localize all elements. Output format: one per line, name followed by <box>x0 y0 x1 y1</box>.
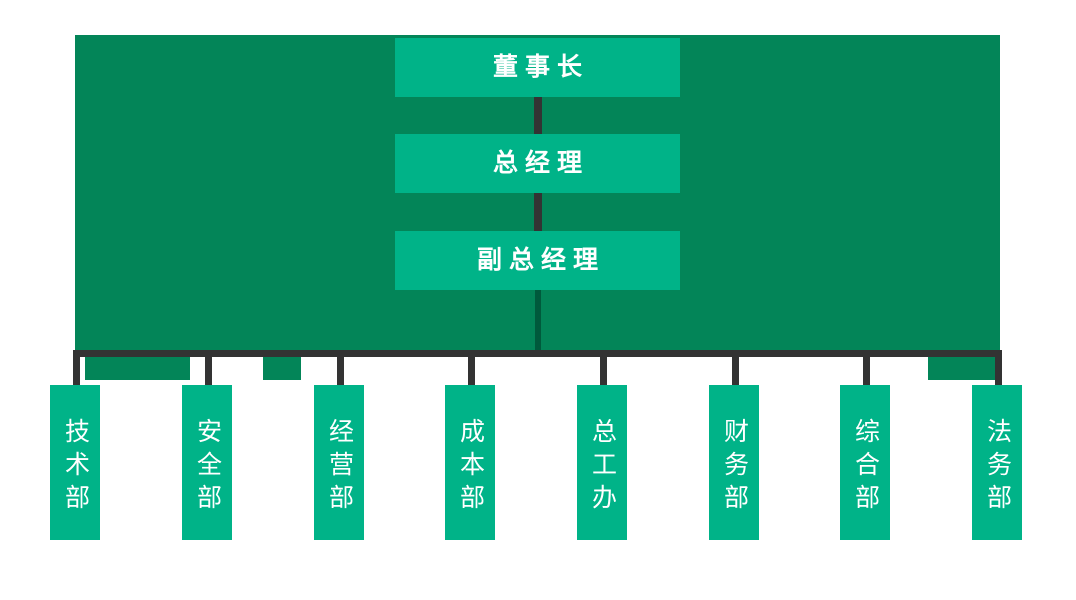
node-department-technology[interactable]: 技术部 <box>50 385 100 540</box>
connector-drop-chief-engineer-office <box>600 350 607 386</box>
node-department-general-affairs-label: 综合部 <box>851 418 880 517</box>
connector-drop-cost <box>468 350 475 386</box>
node-chairman-label: 董事长 <box>492 53 589 81</box>
node-department-legal[interactable]: 法务部 <box>972 385 1022 540</box>
connector-drop-finance <box>732 350 739 386</box>
connector-drop-general-affairs <box>863 350 870 386</box>
connector-deputy-manager-to-bus <box>535 290 541 355</box>
connector-drop-safety <box>205 350 212 386</box>
node-department-safety-label: 安全部 <box>193 418 222 517</box>
node-general-manager[interactable]: 总经理 <box>395 134 680 193</box>
node-department-chief-engineer-office[interactable]: 总工办 <box>577 385 627 540</box>
connector-drop-operations <box>337 350 344 386</box>
node-department-cost-label: 成本部 <box>456 418 485 517</box>
node-department-operations[interactable]: 经营部 <box>314 385 364 540</box>
node-department-finance-label: 财务部 <box>720 418 749 517</box>
node-general-manager-label: 总经理 <box>492 149 589 177</box>
connector-chairman-to-general-manager <box>534 97 542 134</box>
node-department-general-affairs[interactable]: 综合部 <box>840 385 890 540</box>
node-deputy-manager-label: 副总经理 <box>476 246 605 274</box>
node-department-cost[interactable]: 成本部 <box>445 385 495 540</box>
node-department-chief-engineer-office-label: 总工办 <box>588 418 617 517</box>
node-department-technology-label: 技术部 <box>61 418 90 517</box>
node-chairman[interactable]: 董事长 <box>395 38 680 97</box>
node-department-legal-label: 法务部 <box>983 418 1012 517</box>
node-department-safety[interactable]: 安全部 <box>182 385 232 540</box>
connector-horizontal-bus <box>76 350 1000 357</box>
connector-general-manager-to-deputy-manager <box>534 193 542 231</box>
connector-drop-legal <box>995 350 1002 386</box>
connector-drop-technology <box>73 350 80 386</box>
node-department-finance[interactable]: 财务部 <box>709 385 759 540</box>
node-department-operations-label: 经营部 <box>325 418 354 517</box>
node-deputy-manager[interactable]: 副总经理 <box>395 231 680 290</box>
